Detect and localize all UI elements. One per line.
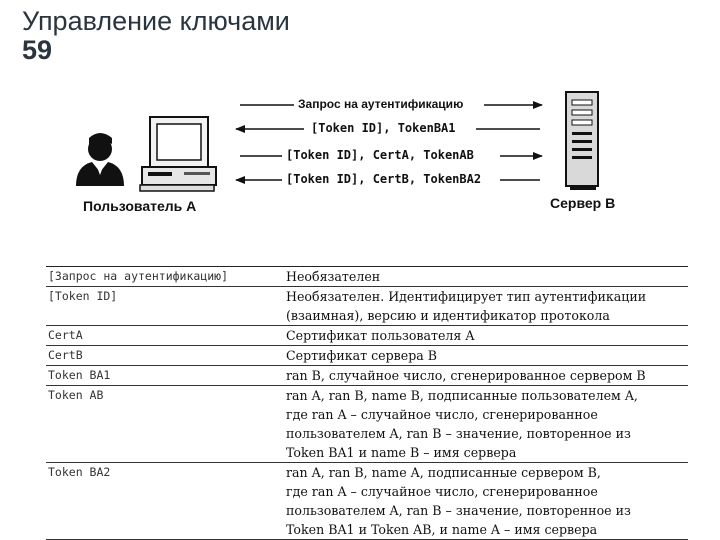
description-cell: Необязателен <box>286 269 381 284</box>
title-line-1: Управление ключами <box>22 6 290 36</box>
term-cell: Token AB <box>48 388 104 402</box>
table-row: CertB Сертификат сервера B <box>46 345 688 365</box>
server-icon <box>565 91 599 190</box>
authentication-diagram: Запрос на аутентификацию [Token ID], Tok… <box>0 80 720 220</box>
user-label: Пользователь А <box>83 198 197 214</box>
term-cell: Token BA1 <box>48 368 111 382</box>
user-icon <box>76 133 124 186</box>
term-cell: [Запрос на аутентификацию] <box>48 269 229 283</box>
description-cell: Сертификат пользователя A <box>286 328 475 343</box>
table-row: [Token ID] Необязателен. Идентифицирует … <box>46 286 688 325</box>
description-cell: Необязателен. Идентифицирует тип аутенти… <box>286 289 647 323</box>
message-tokenba1: [Token ID], TokenBA1 <box>311 121 456 135</box>
term-cell: CertA <box>48 328 83 342</box>
description-cell: ran A, ran B, name A, подписанные сервер… <box>286 465 631 537</box>
term-cell: CertB <box>48 348 83 362</box>
table-row: Token BA2 ran A, ran B, name A, подписан… <box>46 462 688 540</box>
message-certa-tokenab: [Token ID], CertA, TokenAB <box>286 148 474 162</box>
table-row: Token AB ran A, ran B, name B, подписанн… <box>46 385 688 462</box>
slide-title: Управление ключами 59 <box>22 6 290 64</box>
description-cell: ran B, случайное число, сгенерированное … <box>286 368 646 383</box>
description-cell: ran A, ran B, name B, подписанные пользо… <box>286 388 638 460</box>
message-auth-request: Запрос на аутентификацию <box>298 97 464 111</box>
table-row: CertA Сертификат пользователя A <box>46 325 688 345</box>
table-row: Token BA1 ran B, случайное число, сгенер… <box>46 365 688 385</box>
description-cell: Сертификат сервера B <box>286 348 438 363</box>
table-row: [Запрос на аутентификацию] Необязателен <box>46 266 688 286</box>
title-line-2: 59 <box>22 35 53 65</box>
diagram-graphics <box>76 91 599 192</box>
message-certb-tokenba2: [Token ID], CertB, TokenBA2 <box>286 172 482 186</box>
server-label: Сервер В <box>550 195 616 211</box>
term-cell: Token BA2 <box>48 465 111 479</box>
computer-icon <box>139 116 217 192</box>
term-cell: [Token ID] <box>48 289 118 303</box>
definitions-table: [Запрос на аутентификацию] Необязателен … <box>46 266 688 540</box>
